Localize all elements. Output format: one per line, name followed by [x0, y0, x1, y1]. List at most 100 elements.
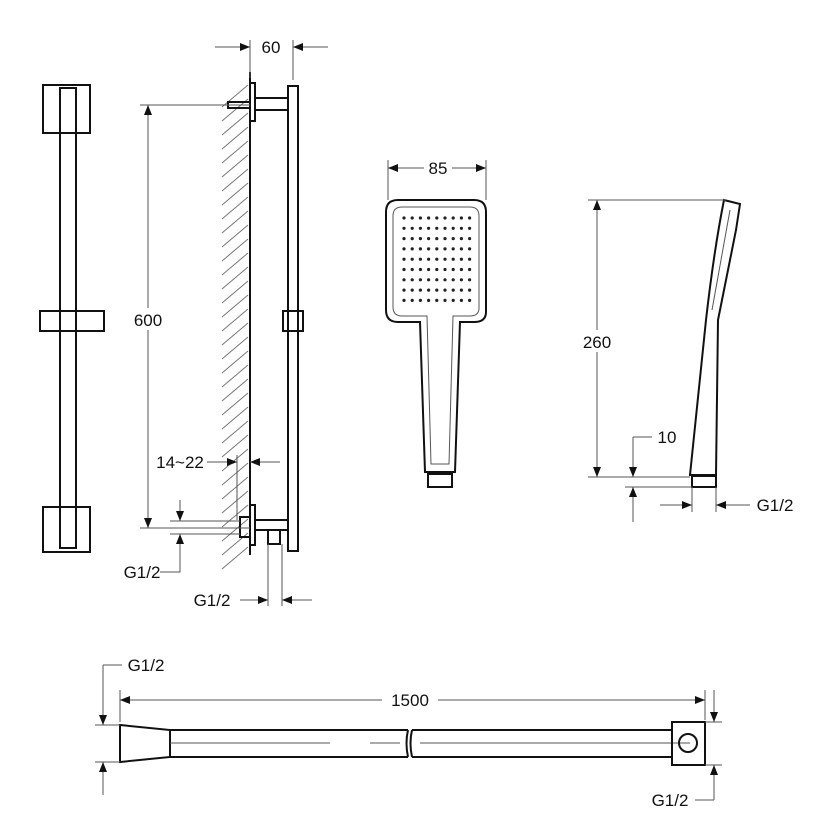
hatch-line: [221, 112, 249, 136]
hatch-line: [221, 238, 249, 262]
hatch-line: [221, 308, 249, 332]
rail-dimensions: 60 600 14~22 G1/2 G1/2: [124, 38, 328, 610]
nozzle-dot: [410, 267, 414, 272]
nozzle-dot: [459, 278, 463, 282]
hatch-line: [221, 126, 249, 150]
handshower-side-view: 260 10 G1/2: [578, 198, 793, 522]
nozzle-dot: [418, 247, 422, 251]
wall-gap-label: 14~22: [156, 453, 204, 472]
nozzle-dot: [451, 237, 455, 241]
nozzle-dot: [435, 247, 439, 251]
nozzle-dot: [443, 226, 447, 230]
nozzle-dot: [402, 278, 406, 282]
nozzle-dot: [451, 257, 455, 261]
hatch-line: [221, 476, 249, 500]
nozzle-dot: [468, 278, 472, 282]
nozzle-dot: [427, 226, 431, 230]
nozzle-dot: [418, 237, 422, 241]
nozzle-dot: [451, 247, 455, 251]
hose-length-label: 1500: [391, 691, 429, 710]
nozzle-dot: [435, 298, 439, 302]
nozzle-dot: [451, 267, 455, 272]
nozzle-dot: [435, 267, 439, 272]
hatch-line: [221, 196, 249, 220]
hatch-line: [221, 350, 249, 374]
hatch-line: [221, 266, 249, 290]
hatch-line: [221, 182, 249, 206]
nozzle-dot: [468, 257, 472, 261]
nozzle-dot: [402, 257, 406, 261]
hatch-line: [221, 210, 249, 234]
nozzle-dot: [459, 237, 463, 241]
connector-height-label: 10: [658, 428, 677, 447]
nozzle-dot: [459, 298, 463, 302]
hatch-line: [221, 294, 249, 318]
hose-view: 1500 G1/2 G1/2: [95, 656, 722, 810]
nozzle-dot: [410, 226, 414, 230]
nozzle-dot: [459, 226, 463, 230]
nozzle-dot: [410, 216, 414, 220]
nozzle-dot: [402, 288, 406, 292]
nozzle-dot: [451, 298, 455, 302]
hatch-line: [221, 420, 249, 444]
hatch-line: [221, 518, 249, 542]
nozzle-dot: [418, 267, 422, 272]
hatch-line: [221, 168, 249, 192]
hatch-line: [221, 322, 249, 346]
nozzle-dot: [418, 216, 422, 220]
nozzle-dot: [410, 288, 414, 292]
rail-width-label: 60: [262, 38, 281, 57]
nozzle-dot: [468, 216, 472, 220]
nozzle-dot: [410, 257, 414, 261]
handshower-length-label: 260: [583, 333, 611, 352]
hatch-line: [221, 490, 249, 514]
hatch-line: [221, 154, 249, 178]
nozzle-dot: [451, 288, 455, 292]
nozzle-dot: [427, 247, 431, 251]
hatch-line: [221, 252, 249, 276]
handshower-front-view: 85: [385, 158, 487, 488]
nozzle-dot: [468, 267, 472, 272]
nozzle-dot: [402, 237, 406, 241]
nozzle-dot: [451, 226, 455, 230]
nozzle-dot: [402, 226, 406, 230]
nozzle-dot: [427, 257, 431, 261]
rail-side-view: [221, 72, 304, 570]
nozzle-dot: [435, 237, 439, 241]
hatch-line: [221, 448, 249, 472]
outlet-thread-label: G1/2: [194, 591, 231, 610]
nozzle-dot: [402, 247, 406, 251]
nozzle-dot: [459, 247, 463, 251]
hose-left-thread-label: G1/2: [128, 656, 165, 675]
nozzle-dot: [427, 288, 431, 292]
nozzle-dot: [410, 247, 414, 251]
nozzle-dot: [468, 237, 472, 241]
nozzle-dot: [459, 288, 463, 292]
nozzle-dot: [402, 216, 406, 220]
nozzle-dot: [443, 216, 447, 220]
nozzle-dot: [443, 288, 447, 292]
nozzle-dot: [443, 267, 447, 272]
nozzle-dot: [410, 298, 414, 302]
hatch-line: [221, 434, 249, 458]
nozzle-dot: [443, 237, 447, 241]
nozzle-dot: [435, 226, 439, 230]
nozzle-dot: [402, 298, 406, 302]
nozzle-dot: [443, 298, 447, 302]
inlet-thread-label: G1/2: [124, 563, 161, 582]
nozzle-dot: [459, 216, 463, 220]
hatch-line: [221, 504, 249, 528]
hatch-line: [221, 462, 249, 486]
nozzle-dot: [443, 247, 447, 251]
nozzle-dot: [468, 226, 472, 230]
nozzle-dot: [427, 237, 431, 241]
nozzle-dot: [451, 278, 455, 282]
nozzle-dot: [468, 247, 472, 251]
nozzle-dot: [443, 257, 447, 261]
nozzle-dot: [435, 288, 439, 292]
nozzle-dot: [459, 267, 463, 272]
nozzle-dot: [402, 267, 406, 272]
nozzle-dot: [418, 288, 422, 292]
